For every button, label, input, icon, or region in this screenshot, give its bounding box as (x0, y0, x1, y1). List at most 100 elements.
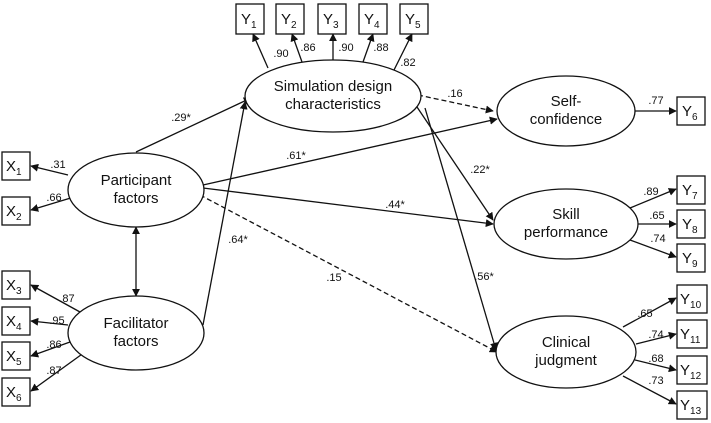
latent-clinical-judgment: Clinical judgment (495, 315, 637, 389)
indicator-x4: X4 (1, 306, 31, 336)
svg-text:X3: X3 (6, 277, 22, 297)
indicator-x5: X5 (1, 341, 31, 371)
loading-arrow-y10 (622, 297, 677, 328)
latent-participant: Participant factors (67, 152, 205, 228)
indicator-x3: X3 (1, 270, 31, 300)
indicator-y1: Y1 (235, 3, 265, 35)
latent-label: Facilitator (103, 315, 168, 332)
loading-arrow-x5 (30, 341, 71, 358)
svg-text:Y8: Y8 (682, 216, 698, 236)
svg-text:X6: X6 (6, 384, 22, 404)
coef-participant-sim: .29* (171, 112, 191, 124)
indicator-y12: Y12 (676, 355, 708, 385)
latent-label: Self- (551, 93, 582, 110)
coef-sim-clinical: .56* (474, 271, 494, 283)
coef-y6: .77 (648, 95, 663, 107)
latent-facilitator: Facilitator factors (67, 295, 205, 371)
coef-sim-skill: .22* (470, 164, 490, 176)
indicator-x6: X6 (1, 377, 31, 407)
loading-arrow-y13 (622, 375, 677, 405)
latent-label: performance (524, 224, 608, 241)
latent-label: Clinical (542, 334, 590, 351)
svg-text:Y5: Y5 (405, 11, 421, 31)
indicator-y11: Y11 (676, 319, 708, 349)
coef-y2: .86 (300, 42, 315, 54)
svg-text:Y7: Y7 (682, 182, 698, 202)
indicator-y3: Y3 (317, 3, 347, 35)
coef-y13: .73 (648, 375, 663, 387)
loading-arrow-y11 (635, 331, 677, 345)
latent-sim-design: Simulation design characteristics (244, 59, 422, 133)
latent-label: confidence (530, 111, 603, 128)
coef-y4: .88 (373, 42, 388, 54)
svg-text:X5: X5 (6, 348, 22, 368)
coefficient-labels: .90 .86 .90 .88 .82 .77 .89 .65 .74 .65 … (46, 42, 665, 387)
coef-y3: .90 (338, 42, 353, 54)
coef-x3: .87 (59, 293, 74, 305)
coef-y9: .74 (650, 233, 665, 245)
svg-text:Y2: Y2 (281, 11, 297, 31)
path-participant-skill (202, 187, 494, 228)
loading-arrow-x1 (30, 163, 69, 176)
loading-arrow-x4 (30, 317, 69, 326)
latent-label: Skill (552, 206, 580, 223)
indicator-y2: Y2 (275, 3, 305, 35)
edges (30, 33, 677, 405)
loading-arrow-y7 (629, 188, 677, 209)
loading-arrow-y4 (362, 33, 375, 63)
latent-label: judgment (534, 352, 598, 369)
latent-label: characteristics (285, 96, 381, 113)
coef-y10: .65 (637, 308, 652, 320)
latent-nodes: Simulation design characteristics Partic… (67, 59, 639, 389)
coef-sim-self: .16 (447, 88, 462, 100)
indicator-x2: X2 (1, 196, 31, 226)
svg-text:X2: X2 (6, 203, 22, 223)
svg-text:Y9: Y9 (682, 250, 698, 270)
svg-text:Y1: Y1 (241, 11, 257, 31)
path-sim-self (417, 94, 494, 114)
coef-y1: .90 (273, 48, 288, 60)
latent-label: factors (113, 333, 158, 350)
coef-x6: .87 (46, 365, 61, 377)
indicator-x1: X1 (1, 151, 31, 181)
coef-y5: .82 (400, 57, 415, 69)
loading-arrow-x2 (30, 196, 75, 212)
coef-y7: .89 (643, 186, 658, 198)
svg-text:Y10: Y10 (680, 291, 702, 311)
coef-x4: .95 (49, 315, 64, 327)
path-participant-sim (135, 97, 252, 153)
coef-x1: .31 (50, 159, 65, 171)
coef-participant-clinical: .15 (326, 272, 341, 284)
coef-x2: .66 (46, 192, 61, 204)
latent-label: factors (113, 190, 158, 207)
svg-text:Y12: Y12 (680, 362, 702, 382)
latent-label: Simulation design (274, 78, 392, 95)
svg-text:X4: X4 (6, 313, 22, 333)
indicator-y7: Y7 (676, 175, 706, 205)
coef-y8: .65 (649, 210, 664, 222)
indicator-y8: Y8 (676, 209, 706, 239)
latent-label: Participant (101, 172, 173, 189)
coef-y12: .68 (648, 353, 663, 365)
coef-facilitator-sim: .64* (228, 234, 248, 246)
svg-text:X1: X1 (6, 158, 22, 178)
loading-arrow-y2 (290, 33, 303, 63)
indicator-y10: Y10 (676, 284, 708, 314)
indicator-y6: Y6 (676, 96, 706, 126)
latent-self-confidence: Self- confidence (496, 75, 636, 147)
coef-y11: .74 (648, 329, 663, 341)
coef-x5: .86 (46, 339, 61, 351)
latent-skill-performance: Skill performance (493, 188, 639, 260)
indicator-y5: Y5 (399, 3, 429, 35)
indicator-y13: Y13 (676, 390, 708, 420)
svg-text:Y3: Y3 (323, 11, 339, 31)
loading-arrow-y9 (629, 239, 677, 259)
loading-arrow-y12 (634, 359, 677, 373)
svg-text:Y11: Y11 (680, 326, 701, 346)
indicator-boxes: Y1 Y2 Y3 Y4 Y5 Y6 Y7 Y8 Y9 Y10 Y11 Y12 Y… (1, 3, 708, 420)
loading-arrow-x3 (30, 284, 81, 313)
path-facilitator-sim (202, 101, 248, 326)
indicator-y4: Y4 (358, 3, 388, 35)
svg-text:Y4: Y4 (364, 11, 380, 31)
